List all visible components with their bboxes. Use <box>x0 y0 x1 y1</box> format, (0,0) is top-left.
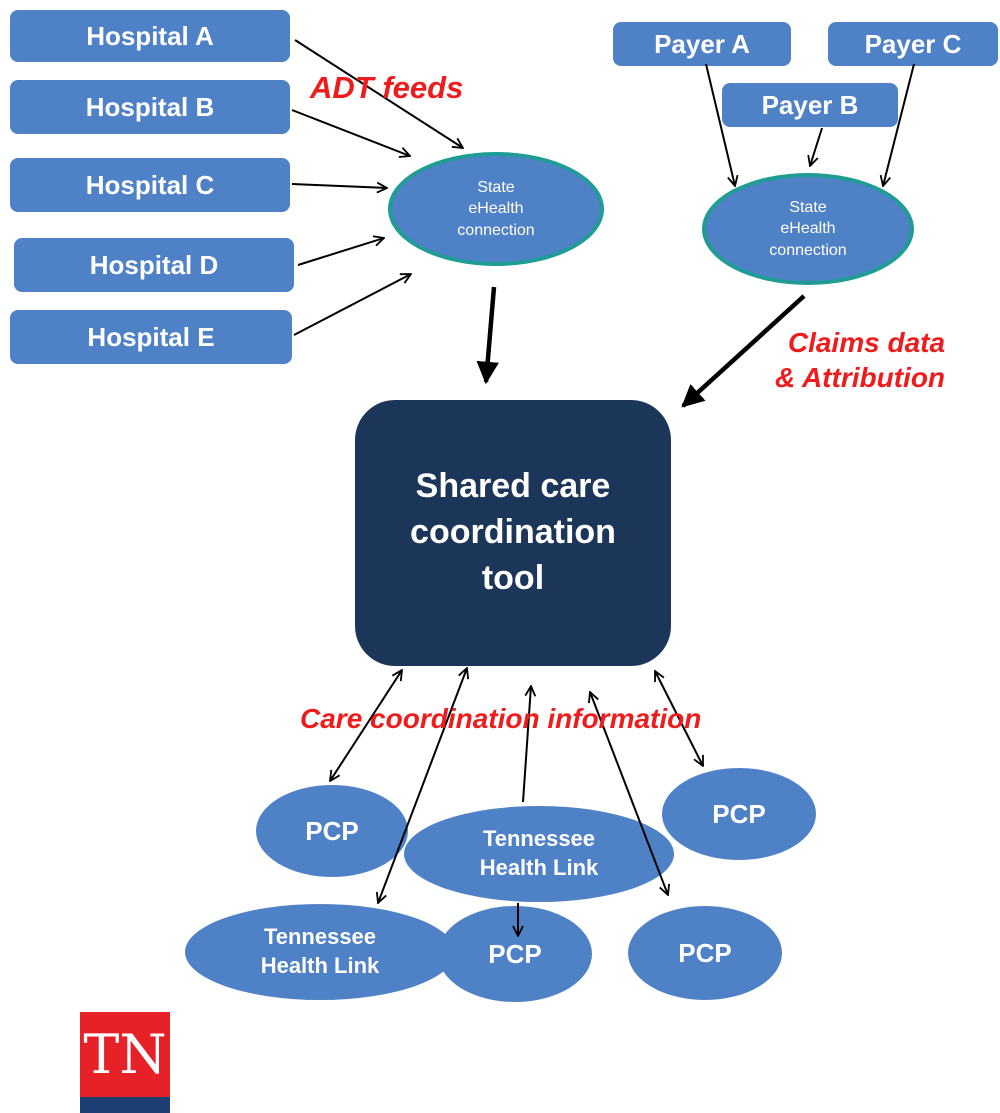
arrow-hospital-c-to-hub <box>291 184 387 188</box>
payer-c-box: Payer C <box>828 22 998 66</box>
payer-b-box: Payer B <box>722 83 898 127</box>
hub-right-label: State eHealth connection <box>769 198 847 259</box>
arrow-hospital-b-to-hub <box>291 109 410 156</box>
pcp-node-bottom-right: PCP <box>628 906 782 1000</box>
hospital-b-box: Hospital B <box>10 80 290 134</box>
state-ehealth-connection-left: State eHealth connection <box>388 152 604 266</box>
arrow-hospital-e-to-hub <box>293 274 411 336</box>
arrow-hospital-d-to-hub <box>297 238 384 266</box>
arrow-payer-b-to-hub <box>810 127 823 166</box>
tn-logo-bar <box>80 1097 170 1113</box>
pcp-node-top-left: PCP <box>256 785 408 877</box>
shared-care-coordination-tool: Shared care coordination tool <box>355 400 671 666</box>
pcp-node-top-right: PCP <box>662 768 816 860</box>
hospital-e-box: Hospital E <box>10 310 292 364</box>
claims-attribution-label: Claims data & Attribution <box>775 327 946 393</box>
hub-left-label: State eHealth connection <box>457 178 535 239</box>
hospital-d-box: Hospital D <box>14 238 294 292</box>
tool-label: Shared care coordination tool <box>410 467 616 597</box>
tn-logo-text: TN <box>83 1023 167 1086</box>
hospital-c-box: Hospital C <box>10 158 290 212</box>
tennessee-health-link-center: Tennessee Health Link <box>404 806 674 902</box>
arrow-left-hub-to-tool <box>476 286 499 385</box>
thl-left-label: Tennessee Health Link <box>260 924 380 978</box>
payer-a-box: Payer A <box>613 22 791 66</box>
tennessee-health-link-left: Tennessee Health Link <box>185 904 455 1000</box>
care-coordination-information-label: Care coordination information <box>300 703 702 734</box>
adt-feeds-label: ADT feeds <box>310 70 464 105</box>
hospital-a-box: Hospital A <box>10 10 290 62</box>
thl-center-label: Tennessee Health Link <box>479 826 599 880</box>
state-ehealth-connection-right: State eHealth connection <box>702 173 914 285</box>
pcp-node-bottom-center: PCP <box>438 906 592 1002</box>
tn-logo: TN <box>80 1012 170 1097</box>
